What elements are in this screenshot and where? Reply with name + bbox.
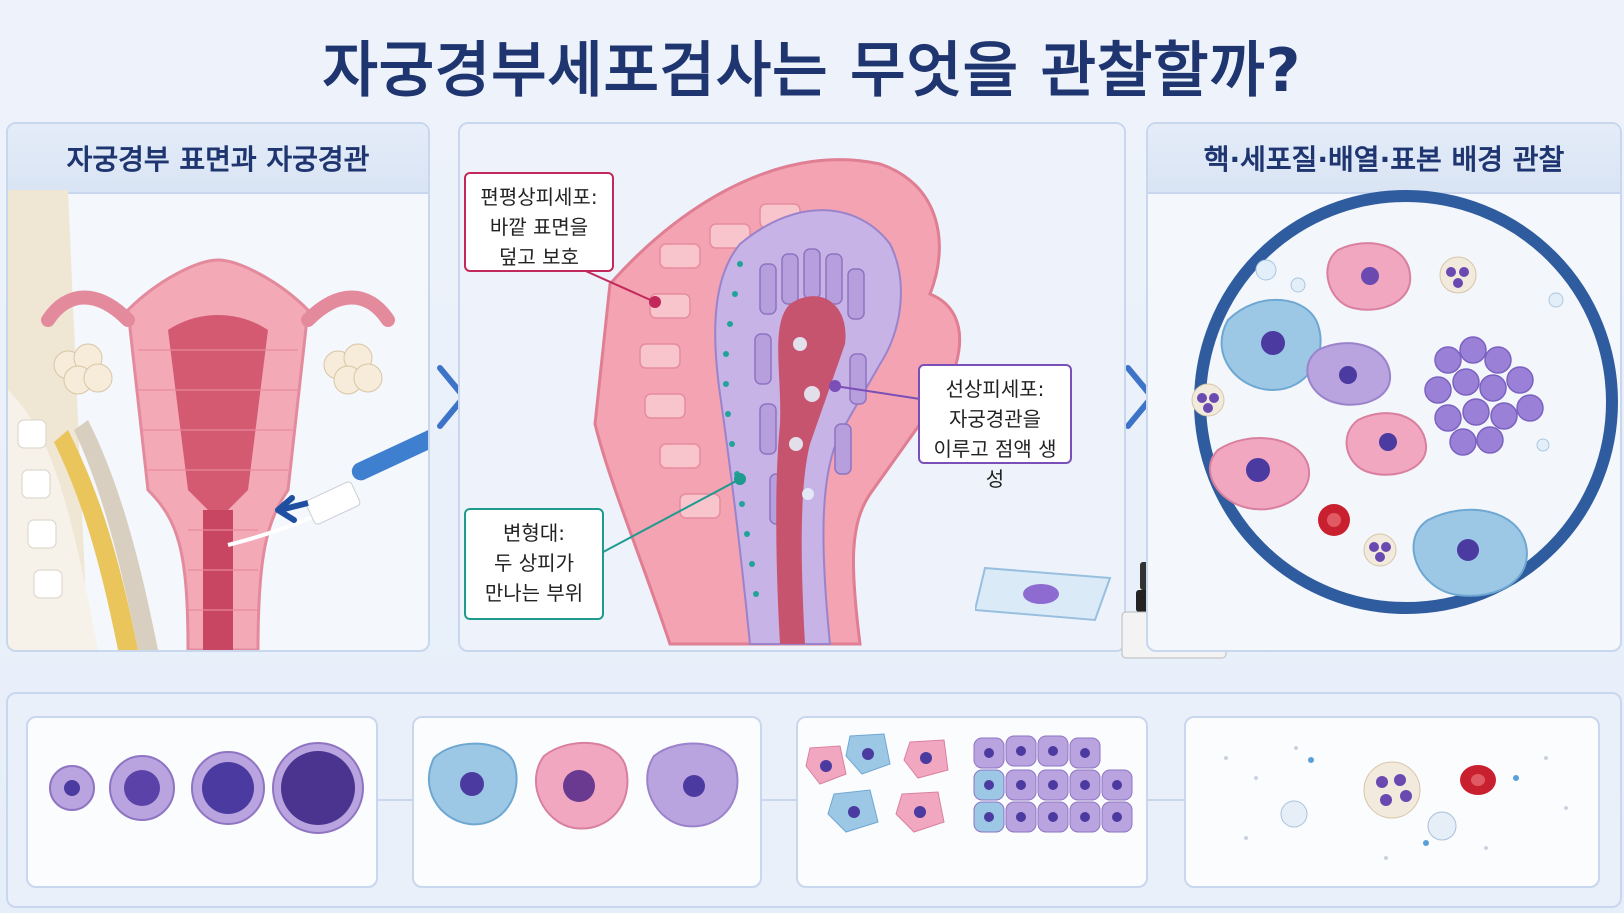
bottom-summary-strip (6, 692, 1622, 908)
panel-cervix-overview: 자궁경부 표면과 자궁경관 (6, 122, 430, 652)
card-specimen-background (1184, 716, 1600, 888)
background-icons (1224, 746, 1568, 860)
page-title: 자궁경부세포검사는 무엇을 관찰할까? (322, 36, 1302, 106)
spatula-brush-icon (227, 427, 428, 547)
arrangement-icons (805, 733, 1133, 833)
card-cell-arrangement (796, 716, 1148, 888)
card-nucleus-changes (26, 716, 378, 888)
label-squamous-cells: 편평상피세포: 바깥 표면을 덮고 보호 (464, 172, 614, 272)
cytoplasm-cell-icons (428, 741, 739, 830)
glass-slide-icon (975, 566, 1112, 622)
panel-header-right: 핵·세포질·배열·표본 배경 관찰 (1148, 124, 1620, 194)
uterus-illustration-icon (8, 190, 428, 650)
panel-cytology-observation: 핵·세포질·배열·표본 배경 관찰 (1146, 122, 1622, 652)
cervix-epithelium-illustration (569, 158, 962, 646)
label-transformation-zone: 변형대: 두 상피가 만나는 부위 (464, 508, 604, 620)
panel-epithelium-detail: 편평상피세포: 바깥 표면을 덮고 보호 선상피세포: 자궁경관을 이루고 점액… (458, 122, 1126, 652)
nucleus-size-icons (49, 742, 364, 834)
connector-lines (374, 799, 1184, 801)
label-glandular-cells: 선상피세포: 자궁경관을 이루고 점액 생성 (918, 364, 1072, 491)
card-cytoplasm-types (412, 716, 762, 888)
magnifier-circle-icon (1191, 190, 1618, 614)
panel-header-left: 자궁경부 표면과 자궁경관 (8, 124, 428, 194)
